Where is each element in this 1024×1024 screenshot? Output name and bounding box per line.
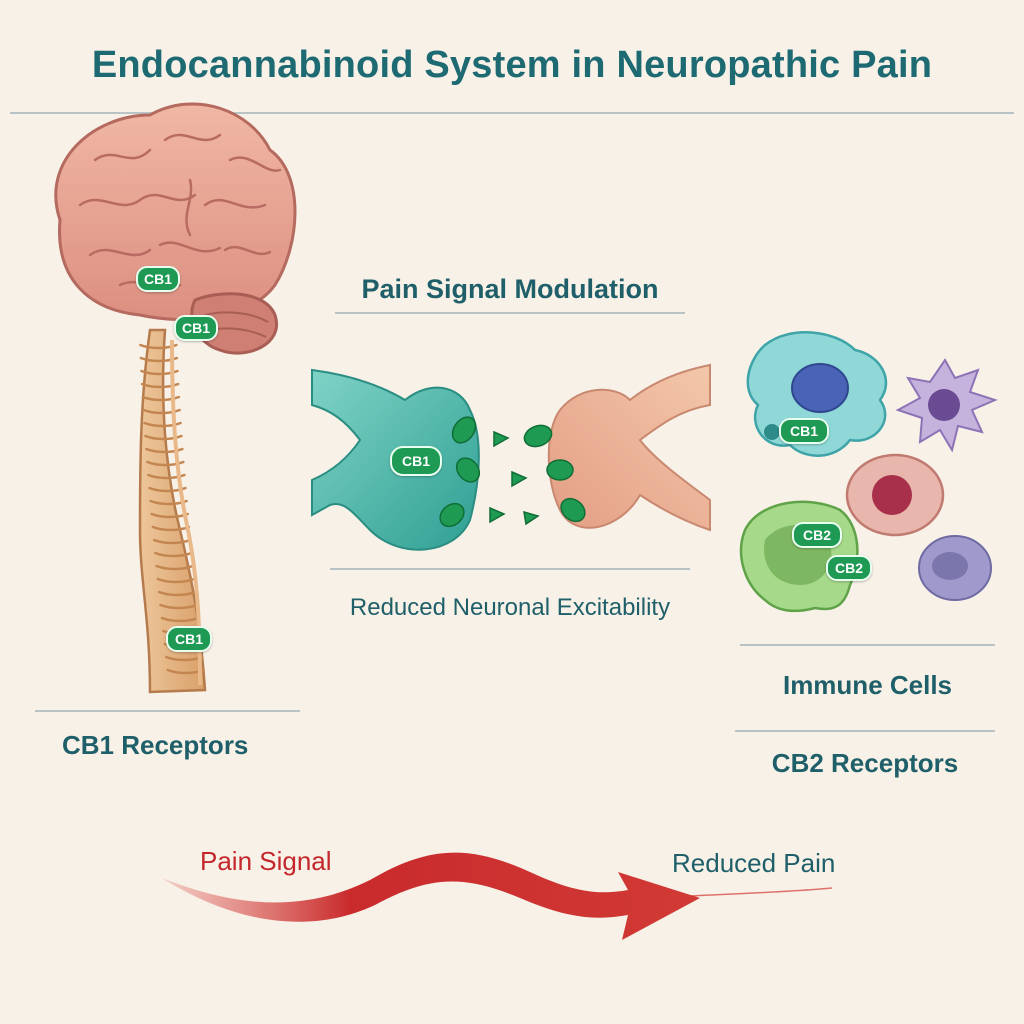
vertebra-ridge (157, 590, 197, 597)
vertebra-ridge (142, 408, 181, 415)
cb1-receptors-divider (35, 710, 300, 712)
postsynaptic-neuron (547, 363, 711, 532)
vertebra-ridge (160, 616, 200, 623)
vertebra-ridge (140, 369, 179, 376)
cb2-badge-immune-1: CB2 (792, 522, 842, 548)
cb2-badge-immune-2: CB2 (826, 555, 872, 581)
vertebra-ridge (139, 356, 179, 363)
cb1-badge-spine: CB1 (166, 626, 212, 652)
vertebra-ridge (141, 395, 181, 402)
vertebra-ridge (146, 460, 185, 467)
spiky-cell (895, 358, 998, 453)
neurotransmitter-vesicles (439, 416, 586, 528)
cb1-badge-synapse: CB1 (390, 446, 442, 476)
pain-modulation-divider (335, 312, 685, 314)
vertebra-ridge (148, 486, 187, 493)
vertebra-ridge (152, 538, 192, 545)
vertebra-ridge (156, 577, 196, 584)
immune-cells-top-divider (740, 644, 995, 646)
title-divider (10, 112, 1014, 114)
cb1-badge-immune: CB1 (779, 418, 829, 444)
cb1-receptors-label: CB1 Receptors (62, 730, 249, 760)
immune-cells-bottom-divider (735, 730, 995, 732)
synapse-divider (330, 568, 690, 570)
cb2-receptors-label: CB2 Receptors (771, 748, 959, 778)
pain-signal-label: Pain Signal (200, 846, 332, 876)
reduced-pain-label: Reduced Pain (672, 848, 836, 878)
vertebra-ridge (154, 551, 193, 558)
vertebra-ridge (155, 564, 194, 571)
immune-cells-label: Immune Cells (782, 670, 953, 700)
cb1-badge-brain: CB1 (136, 266, 180, 292)
vertebra-ridge (143, 421, 182, 428)
vertebra-ridge (140, 382, 180, 389)
vertebra-ridge (144, 434, 183, 441)
pain-signal-modulation-label: Pain Signal Modulation (361, 274, 659, 304)
pain-signal-arrow (162, 852, 833, 940)
vertebra-ridge (147, 473, 186, 480)
vertebra-ridge (159, 603, 198, 610)
reduced-neuronal-excitability-label: Reduced Neuronal Excitability (349, 594, 671, 621)
spinal-cord-illustration (138, 328, 207, 694)
brain-illustration (54, 102, 297, 355)
cb1-badge-brainstem: CB1 (174, 315, 218, 341)
vertebra-ridge (145, 447, 184, 454)
page-title: Endocannabinoid System in Neuropathic Pa… (91, 44, 933, 86)
